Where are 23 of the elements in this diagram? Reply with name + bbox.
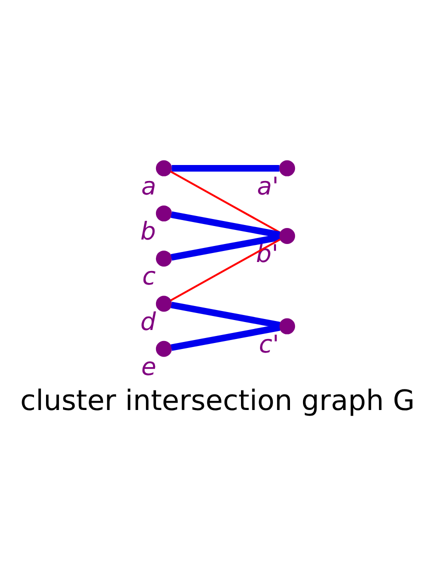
connector — [170, 324, 280, 350]
node-circle — [279, 318, 296, 334]
connector — [170, 238, 281, 301]
node-circle — [156, 204, 172, 221]
connector — [170, 301, 280, 328]
node-circle — [156, 160, 172, 176]
node-label: d — [140, 306, 156, 336]
node-circle — [156, 295, 172, 312]
node-label: a' — [257, 170, 279, 200]
connector — [170, 210, 280, 238]
connector — [170, 170, 281, 233]
connector — [170, 234, 280, 260]
node-label: a — [141, 170, 156, 200]
connector — [172, 164, 280, 172]
node-circle — [156, 340, 172, 356]
node-label: c' — [258, 328, 280, 358]
node-label: b — [140, 216, 156, 246]
node-circle — [279, 160, 296, 176]
caption: cluster intersection graph G — [20, 384, 415, 417]
node-circle — [279, 228, 296, 244]
node-circle — [156, 250, 172, 266]
node-label: c — [142, 261, 156, 290]
node-label: e — [141, 352, 156, 381]
